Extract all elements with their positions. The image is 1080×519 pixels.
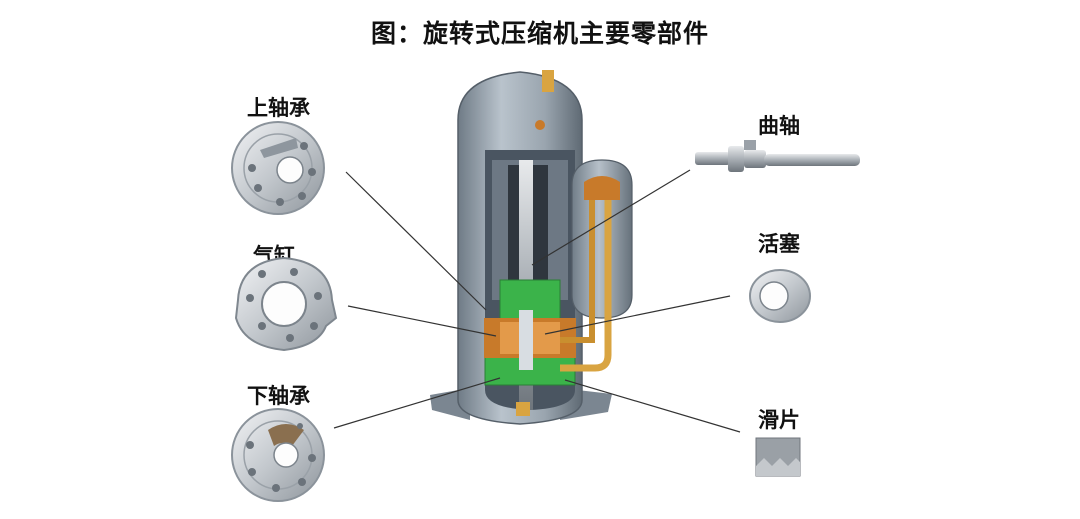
label-upper-bearing: 上轴承	[247, 96, 310, 120]
leader-lines	[333, 169, 741, 433]
leader-lower-bearing	[333, 377, 501, 429]
leader-piston	[544, 295, 731, 335]
label-lower-bearing: 下轴承	[247, 384, 310, 408]
leader-crankshaft	[531, 169, 691, 266]
piston-icon	[749, 269, 811, 323]
crankshaft-icon	[695, 140, 860, 172]
label-vane: 滑片	[758, 408, 800, 432]
cylinder-icon	[234, 256, 338, 352]
compressor-icon	[430, 70, 633, 425]
upper-bearing-icon	[231, 121, 325, 215]
leader-cylinder	[347, 305, 497, 337]
leader-vane	[564, 379, 741, 433]
leader-upper-bearing	[345, 171, 487, 311]
label-piston: 活塞	[758, 232, 800, 256]
lower-bearing-icon	[231, 408, 325, 502]
label-crankshaft: 曲轴	[758, 114, 800, 138]
vane-icon	[755, 437, 801, 477]
page-title: 图：旋转式压缩机主要零部件	[370, 19, 709, 48]
